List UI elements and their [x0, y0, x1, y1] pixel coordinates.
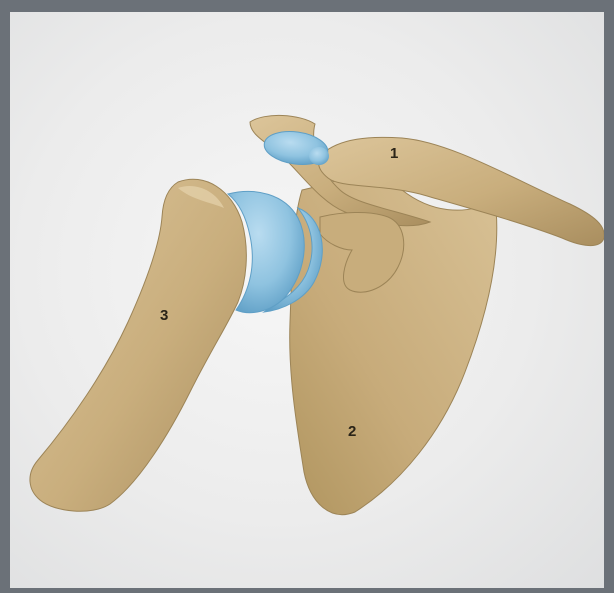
label-clavicle: 1 — [390, 145, 398, 162]
acromioclavicular-cartilage-tip — [309, 147, 329, 165]
label-scapula: 2 — [348, 423, 356, 440]
label-humerus: 3 — [160, 307, 168, 324]
shoulder-joint-illustration: 1 2 3 — [10, 12, 604, 588]
illustration-canvas: 1 2 3 — [10, 12, 604, 588]
humerus-bone — [30, 179, 246, 511]
